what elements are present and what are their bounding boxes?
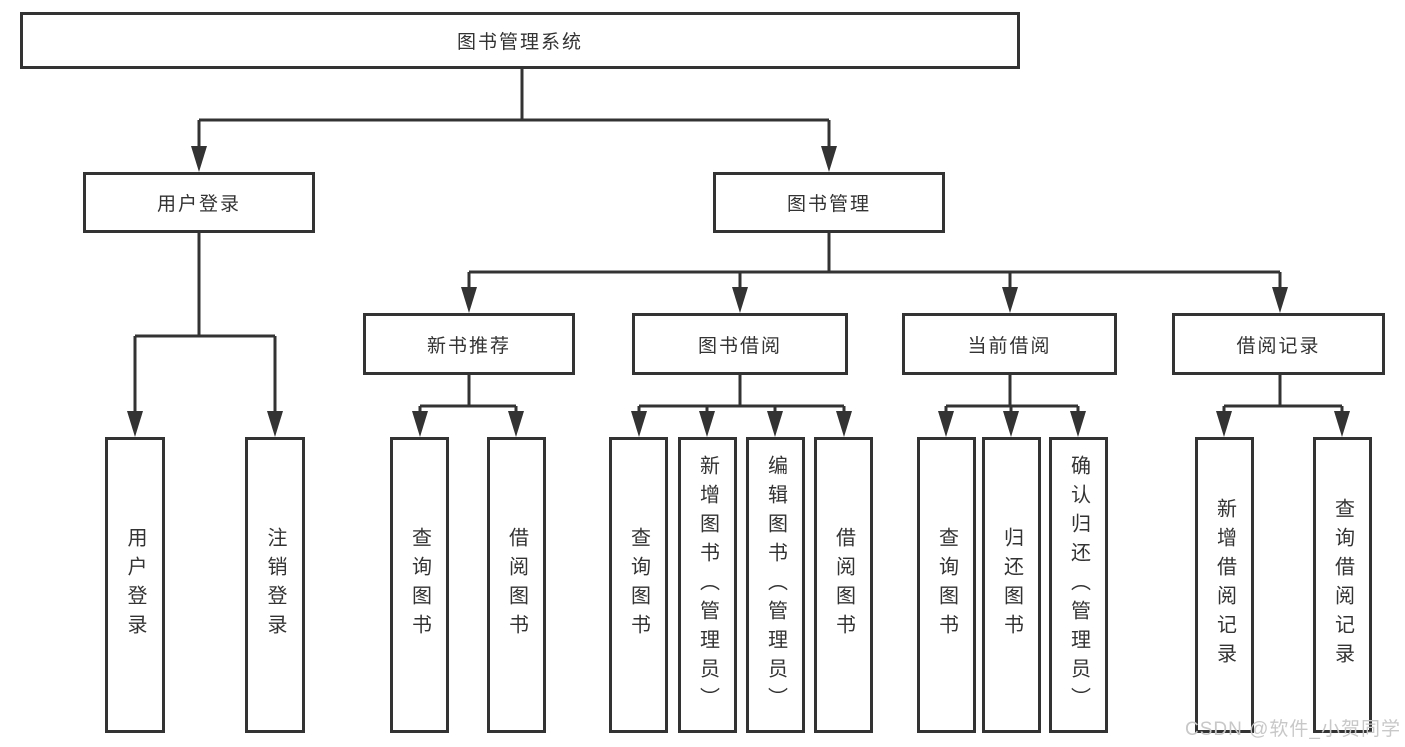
leaf-borrow-edit-admin-label: 编辑图书（管理员） bbox=[764, 454, 787, 716]
node-new-book-recommend-label: 新书推荐 bbox=[426, 335, 511, 357]
leaf-newbook-query: 查询图书 bbox=[390, 437, 449, 733]
leaf-logout-label: 注销登录 bbox=[264, 527, 286, 643]
node-system-root: 图书管理系统 bbox=[20, 12, 1020, 69]
leaf-newbook-borrow-label: 借阅图书 bbox=[505, 527, 528, 643]
leaf-current-confirm-admin: 确认归还（管理员） bbox=[1049, 437, 1108, 733]
node-book-management: 图书管理 bbox=[713, 172, 945, 233]
node-book-borrow: 图书借阅 bbox=[632, 313, 848, 375]
node-new-book-recommend: 新书推荐 bbox=[363, 313, 575, 375]
node-book-management-label: 图书管理 bbox=[786, 194, 871, 215]
leaf-current-return-label: 归还图书 bbox=[1000, 527, 1023, 643]
leaf-borrow-add-admin: 新增图书（管理员） bbox=[678, 437, 737, 733]
node-user-login-label: 用户登录 bbox=[156, 194, 241, 215]
leaf-current-confirm-admin-label: 确认归还（管理员） bbox=[1067, 454, 1090, 716]
node-user-login: 用户登录 bbox=[83, 172, 315, 233]
leaf-user-login: 用户登录 bbox=[105, 437, 165, 733]
leaf-record-add: 新增借阅记录 bbox=[1195, 437, 1254, 733]
leaf-newbook-borrow: 借阅图书 bbox=[487, 437, 546, 733]
leaf-borrow-edit-admin: 编辑图书（管理员） bbox=[746, 437, 805, 733]
node-current-borrow: 当前借阅 bbox=[902, 313, 1117, 375]
leaf-borrow-book-label: 借阅图书 bbox=[832, 527, 855, 643]
leaf-current-query: 查询图书 bbox=[917, 437, 976, 733]
csdn-watermark: CSDN @软件_小贺同学 bbox=[1185, 719, 1401, 740]
leaf-record-query: 查询借阅记录 bbox=[1313, 437, 1372, 733]
leaf-record-query-label: 查询借阅记录 bbox=[1331, 498, 1354, 672]
node-system-root-label: 图书管理系统 bbox=[456, 32, 583, 53]
leaf-current-return: 归还图书 bbox=[982, 437, 1041, 733]
leaf-current-query-label: 查询图书 bbox=[935, 527, 958, 643]
leaf-logout: 注销登录 bbox=[245, 437, 305, 733]
leaf-borrow-add-admin-label: 新增图书（管理员） bbox=[696, 454, 719, 716]
leaf-borrow-query: 查询图书 bbox=[609, 437, 668, 733]
node-borrow-record: 借阅记录 bbox=[1172, 313, 1385, 375]
node-current-borrow-label: 当前借阅 bbox=[967, 335, 1052, 357]
node-book-borrow-label: 图书借阅 bbox=[697, 335, 782, 357]
leaf-borrow-book: 借阅图书 bbox=[814, 437, 873, 733]
leaf-user-login-label: 用户登录 bbox=[124, 527, 146, 643]
node-borrow-record-label: 借阅记录 bbox=[1236, 335, 1321, 357]
leaf-newbook-query-label: 查询图书 bbox=[408, 527, 431, 643]
leaf-record-add-label: 新增借阅记录 bbox=[1213, 498, 1236, 672]
leaf-borrow-query-label: 查询图书 bbox=[627, 527, 650, 643]
